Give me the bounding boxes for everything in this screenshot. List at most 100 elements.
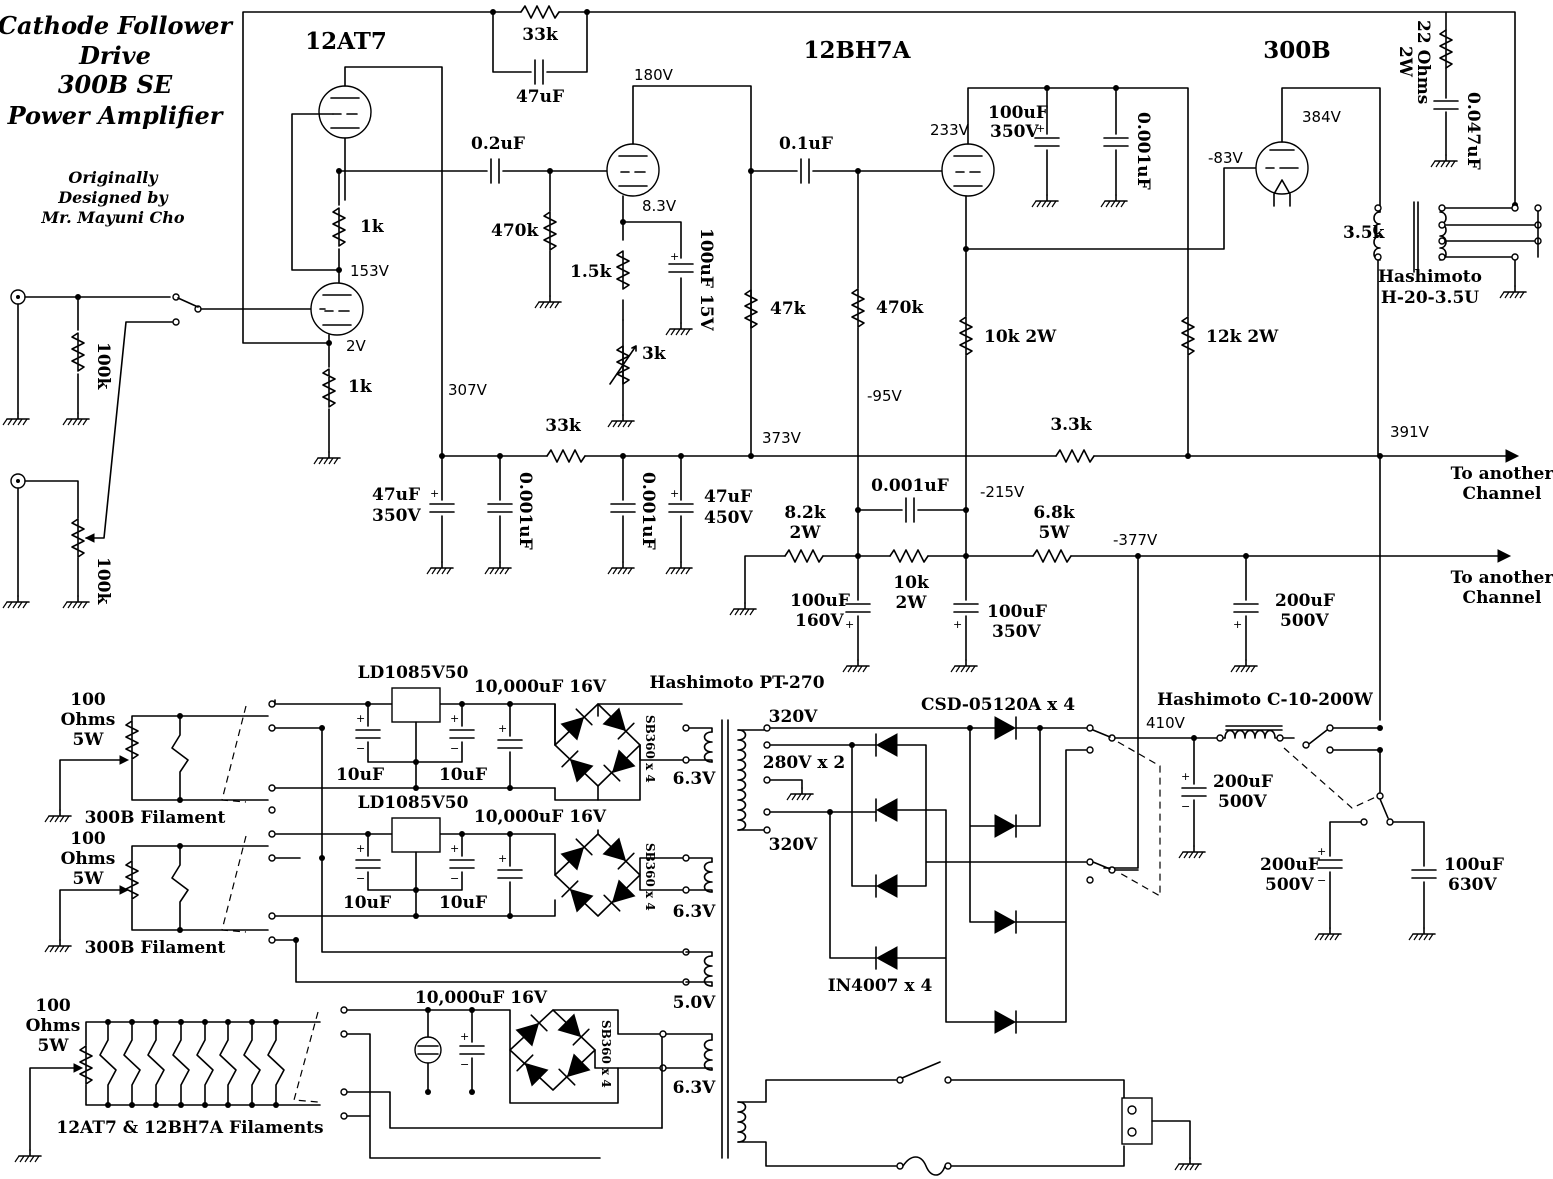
- c200uf-c-1: 200uF: [1260, 855, 1320, 875]
- fil-300b-1: 300B Filament: [85, 808, 226, 828]
- c47uf450v-1: 47uF: [704, 487, 752, 507]
- c47uf450v-2: 450V: [704, 508, 753, 528]
- c0001uf-a-label: 0.001uF: [515, 472, 535, 550]
- r12k2w-label: 12k 2W: [1206, 327, 1279, 347]
- r33-label: 3.3k: [1050, 415, 1093, 435]
- sec-63-a: 6.3V: [673, 769, 717, 789]
- svg-text:−: −: [356, 742, 365, 755]
- fil-pot-2-b: Ohms: [61, 849, 116, 869]
- credit-line-2: Designed by: [57, 188, 169, 207]
- c100uf15v-label: 100uF 15V: [696, 228, 716, 331]
- sec-63-b: 6.3V: [673, 902, 717, 922]
- c100uf160v-2: 160V: [795, 611, 844, 631]
- title-line-3: 300B SE: [58, 70, 173, 99]
- r10k-b-1: 10k: [893, 573, 930, 593]
- r68k-2: 5W: [1039, 523, 1071, 543]
- bias-rail: 0.001uF +++ 8.2k 2W 10k 2W 6.8k 5W -377V…: [729, 476, 1553, 869]
- choke-label: Hashimoto C-10-200W: [1157, 690, 1374, 710]
- r10k-b-2: 2W: [896, 593, 928, 613]
- v-n83: -83V: [1208, 149, 1243, 167]
- v-391: 391V: [1390, 423, 1430, 441]
- fil-pot-3-c: 5W: [38, 1036, 70, 1056]
- mains-inlet: [1121, 1097, 1153, 1145]
- v-307: 307V: [448, 381, 488, 399]
- reg-1-label: LD1085V50: [358, 663, 469, 683]
- stage-12bh7a-b: + 100uF 350V 0.001uF 233V 10k 2W 12k 2W …: [930, 85, 1279, 557]
- r68k-1: 6.8k: [1033, 503, 1076, 523]
- r470k-b-label: 470k: [876, 298, 924, 318]
- diodes-1n-label: IN4007 x 4: [828, 976, 933, 996]
- c200uf-a-1: 200uF: [1275, 591, 1335, 611]
- svg-text:+: +: [670, 250, 679, 263]
- c10uf-1b: 10uF: [439, 765, 487, 785]
- svg-text:+: +: [1036, 122, 1045, 135]
- c100uf160v-1: 100uF: [790, 591, 850, 611]
- c02uf-label: 0.2uF: [471, 134, 525, 154]
- r33k-b-label: 33k: [545, 416, 582, 436]
- fil-small-label: 12AT7 & 12BH7A Filaments: [56, 1118, 323, 1138]
- reg-2-label: LD1085V50: [358, 793, 469, 813]
- c47uf350v-2: 350V: [372, 506, 421, 526]
- tube-12at7-upper: [318, 85, 372, 139]
- svg-text:+: +: [356, 842, 365, 855]
- r22-label-2: 2W: [1395, 46, 1415, 78]
- to-another-1b: Channel: [1463, 484, 1542, 504]
- c200uf-b-2: 500V: [1218, 792, 1267, 812]
- sec-320-b: 320V: [769, 835, 818, 855]
- bridge-2-label: SB360 x 4: [643, 843, 657, 911]
- svg-text:−: −: [460, 1058, 469, 1071]
- opt-label-2: H-20-3.5U: [1381, 288, 1479, 308]
- c200uf-b-1: 200uF: [1213, 772, 1273, 792]
- pt-label: Hashimoto PT-270: [649, 673, 824, 693]
- svg-text:+: +: [460, 1030, 469, 1043]
- fil-pot-1-c: 5W: [73, 730, 105, 750]
- v-2: 2V: [346, 337, 367, 355]
- c0001uf-b-label: 0.001uF: [638, 472, 658, 550]
- v-410: 410V: [1146, 714, 1186, 732]
- svg-text:+: +: [498, 722, 507, 735]
- c01uf-label: 0.1uF: [779, 134, 833, 154]
- v-233: 233V: [930, 121, 970, 139]
- svg-text:+: +: [1181, 770, 1190, 783]
- r470k-a-label: 470k: [491, 221, 539, 241]
- r1k-a-label: 1k: [360, 217, 385, 237]
- fil-pot-2-c: 5W: [73, 869, 105, 889]
- svg-text:+: +: [1317, 845, 1326, 858]
- tube-12at7-lower: [310, 282, 364, 336]
- filament-string: [99, 1021, 285, 1106]
- fil-pot-1-a: 100: [70, 690, 106, 710]
- v-83: 8.3V: [642, 197, 677, 215]
- c47uf350v-1: 47uF: [372, 485, 420, 505]
- c100uf350v-1: 100uF: [987, 602, 1047, 622]
- c0047uf-label: 0.047uF: [1463, 92, 1483, 170]
- input-section: 100k 100k: [2, 289, 321, 609]
- c100uf630v-2: 630V: [1448, 875, 1497, 895]
- c200uf-c-2: 500V: [1265, 875, 1314, 895]
- credit-line-3: Mr. Mayuni Cho: [40, 208, 184, 227]
- tube-12bh7a-a: [606, 143, 660, 197]
- title-line-2: Drive: [78, 41, 151, 70]
- svg-text:+: +: [498, 852, 507, 865]
- tube-label-12at7: 12AT7: [305, 28, 387, 55]
- tube-12bh7a-b: [941, 143, 995, 197]
- fil-pot-2-a: 100: [70, 829, 106, 849]
- bridge-3-label: SB360 x 4: [599, 1020, 613, 1088]
- to-another-2b: Channel: [1463, 588, 1542, 608]
- svg-text:+: +: [1233, 618, 1242, 631]
- svg-text:+: +: [356, 712, 365, 725]
- fil-pot-1-b: Ohms: [61, 710, 116, 730]
- sec-50: 5.0V: [673, 993, 717, 1013]
- input-resistor-label: 100k: [93, 342, 113, 390]
- opt-label-1: Hashimoto: [1378, 267, 1482, 287]
- c10uf-2b: 10uF: [439, 893, 487, 913]
- v-n215: -215V: [980, 483, 1025, 501]
- svg-text:+: +: [845, 618, 854, 631]
- bridge-1-label: SB360 x 4: [643, 715, 657, 783]
- c100uf-top-a: 100uF: [988, 103, 1048, 123]
- tube-label-12bh7a: 12BH7A: [803, 37, 911, 64]
- c100uf350v-2: 350V: [992, 622, 1041, 642]
- hv-rectifier: CSD-05120A x 4 IN4007 x 4 +− 410V 200uF …: [827, 690, 1504, 1034]
- c47uf-fb-label: 47uF: [516, 87, 564, 107]
- c10uf-1a: 10uF: [336, 765, 384, 785]
- sec-320-a: 320V: [769, 707, 818, 727]
